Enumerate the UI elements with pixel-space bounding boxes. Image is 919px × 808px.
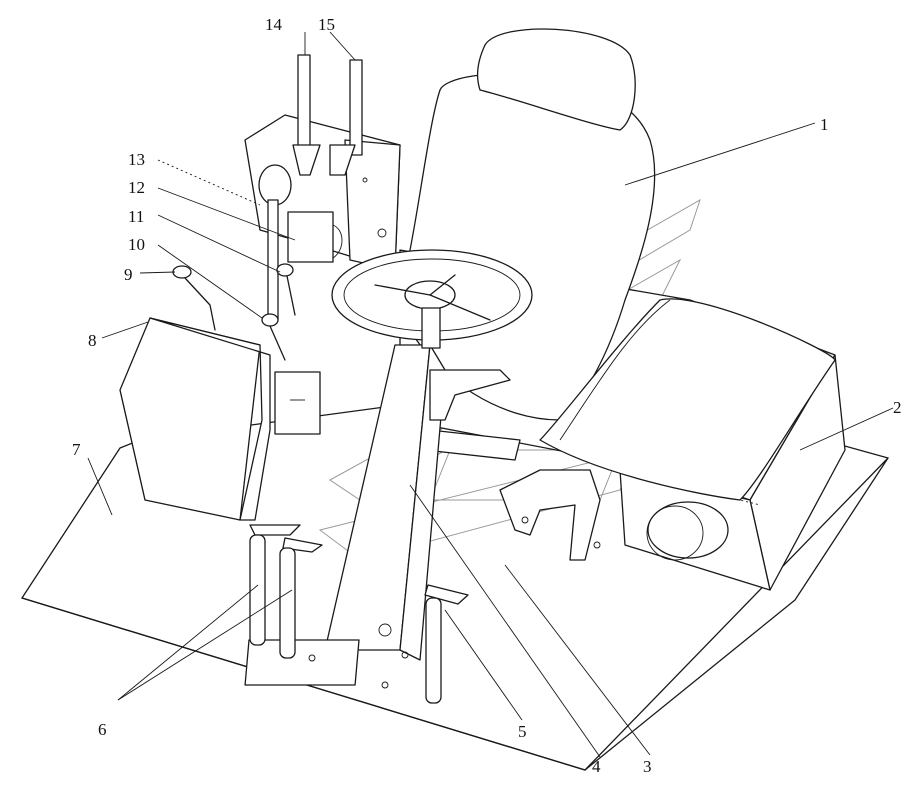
callout-7: 7: [72, 440, 81, 459]
lever-10: [261, 313, 286, 361]
callout-1: 1: [820, 115, 829, 134]
callout-13: 13: [128, 150, 145, 169]
instrument-console: [119, 317, 271, 521]
callout-4: 4: [592, 757, 601, 776]
battery-cylinder: [647, 501, 729, 559]
callout-3: 3: [643, 757, 652, 776]
callout-2: 2: [893, 398, 902, 417]
pedal-5: [424, 584, 469, 704]
lever-15: [329, 59, 363, 176]
callout-8: 8: [88, 331, 97, 350]
lever-14: [292, 54, 321, 176]
column-bracket: [429, 369, 511, 421]
pedal-right: [279, 537, 323, 659]
seat-mount-bracket: [424, 429, 601, 561]
lever-9: [172, 265, 216, 331]
steering-wheel: [331, 249, 533, 349]
pedal-left: [249, 524, 301, 646]
seat-headrest: [476, 28, 636, 131]
callout-14: 14: [265, 15, 283, 34]
callout-labels: 1 2 3 4 5 6 7 8 9 10 11 12 13 14 15: [72, 15, 902, 776]
lever-11: [276, 263, 296, 316]
callout-10: 10: [128, 235, 145, 254]
callout-9: 9: [124, 265, 133, 284]
selector-box: [287, 211, 343, 263]
gear-lever-12: [258, 164, 292, 321]
control-block: [274, 371, 321, 435]
callout-5: 5: [518, 722, 527, 741]
leader-lines: [87, 31, 894, 758]
callout-11: 11: [128, 207, 144, 226]
callout-6: 6: [98, 720, 107, 739]
callout-12: 12: [128, 178, 145, 197]
callout-15: 15: [318, 15, 335, 34]
